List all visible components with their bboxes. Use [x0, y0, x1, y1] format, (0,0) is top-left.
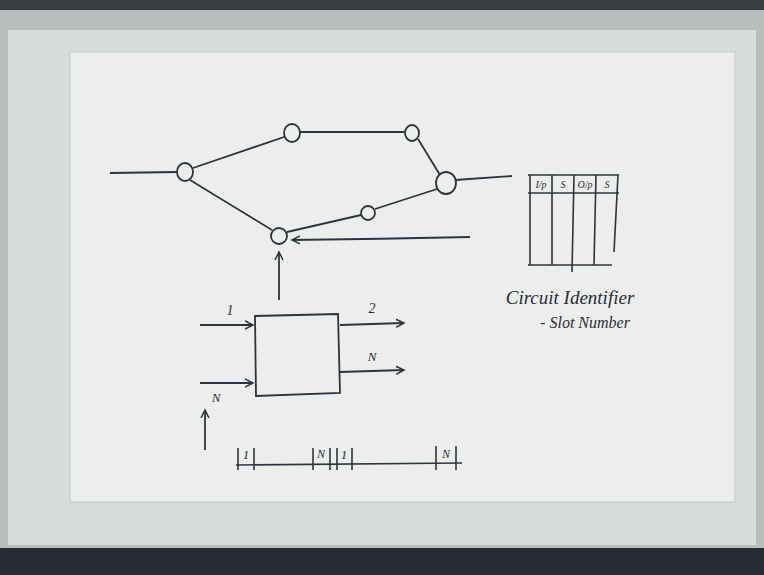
table-header: I/p	[535, 179, 546, 190]
note-text: Circuit Identifier	[506, 288, 635, 309]
table-header: S	[605, 179, 610, 190]
switch-box	[200, 314, 404, 450]
time-frame	[236, 446, 462, 470]
bottom-bar	[0, 548, 764, 575]
slot-number: N	[442, 448, 450, 461]
top-bar	[0, 0, 764, 10]
port-number: N	[368, 350, 377, 364]
switch-table	[528, 175, 619, 272]
note-text: - Slot Number	[540, 314, 630, 332]
slot-number: N	[317, 448, 325, 461]
network-links	[110, 132, 512, 300]
board	[8, 30, 756, 545]
table-header: O/p	[578, 179, 593, 190]
slot-number: 1	[341, 448, 348, 462]
port-number: 1	[227, 303, 234, 318]
table-header: S	[561, 179, 566, 190]
port-number: N	[212, 391, 221, 405]
port-number: 2	[369, 301, 376, 316]
paper	[70, 52, 735, 502]
slot-number: 1	[243, 448, 250, 462]
network-routers	[177, 124, 456, 244]
